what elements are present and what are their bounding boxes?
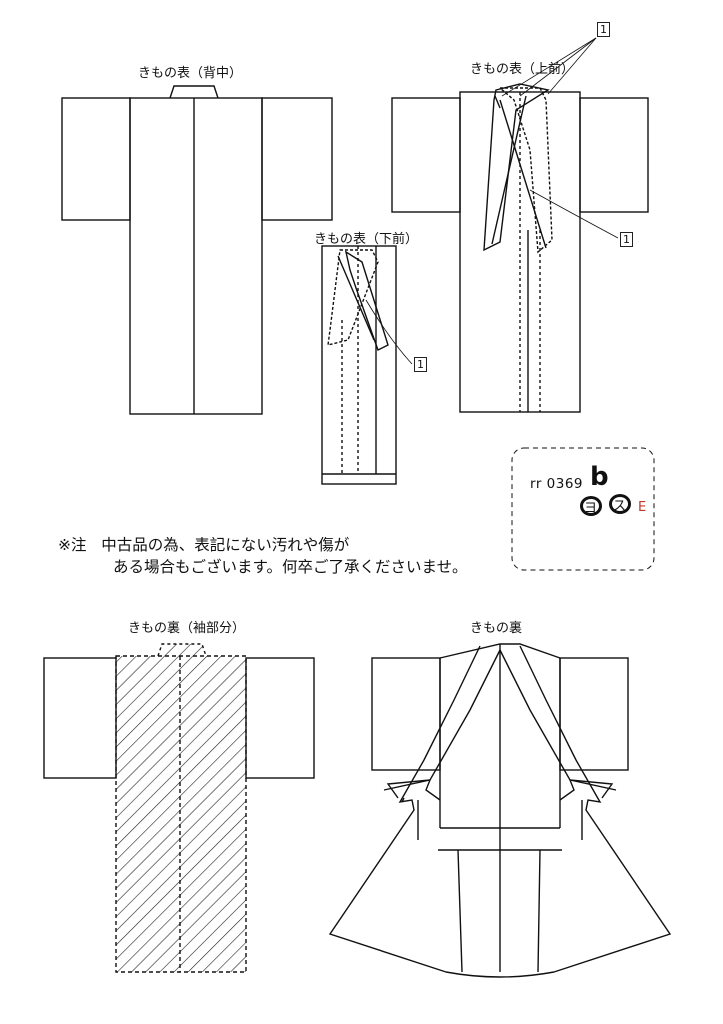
back-view-diagram [61, 85, 333, 415]
label-lining-sleeve: きもの裏（袖部分） [128, 621, 246, 636]
disclaimer-note: ※注 中古品の為、表記にない汚れや傷が ある場合もございます。何卒ご了承ください… [58, 534, 468, 578]
note-line-1: ※注 中古品の為、表記にない汚れや傷が [58, 534, 468, 556]
product-code: rr 0369 [530, 476, 584, 492]
code-box [511, 447, 655, 571]
marker-lower-tag: 1 [414, 357, 427, 372]
label-lining: きもの裏 [470, 621, 523, 636]
marker-upper-tag: 1 [620, 232, 633, 247]
lining-sleeve-diagram [43, 643, 315, 973]
marker-top-tag: 1 [597, 22, 610, 37]
mark-2: ス [613, 499, 627, 514]
circled-mark-1 [580, 496, 602, 516]
note-line1-text: 中古品の為、表記にない汚れや傷が [101, 536, 350, 554]
lining-full-diagram [328, 643, 672, 978]
mark-1: ヨ [584, 501, 598, 516]
note-line2-text: ある場合もございます。何卒ご了承くださいませ。 [113, 558, 468, 576]
note-prefix: ※注 [58, 536, 87, 554]
circled-mark-2 [609, 494, 631, 514]
upper-front-diagram [391, 37, 649, 413]
lower-front-diagram [321, 245, 413, 485]
label-lower-front: きもの表（下前） [314, 232, 419, 247]
grade-letter: E [638, 500, 647, 515]
label-back: きもの表（背中） [138, 66, 243, 81]
label-upper-front: きもの表（上前） [470, 62, 575, 77]
handwritten-b: b [590, 462, 609, 492]
